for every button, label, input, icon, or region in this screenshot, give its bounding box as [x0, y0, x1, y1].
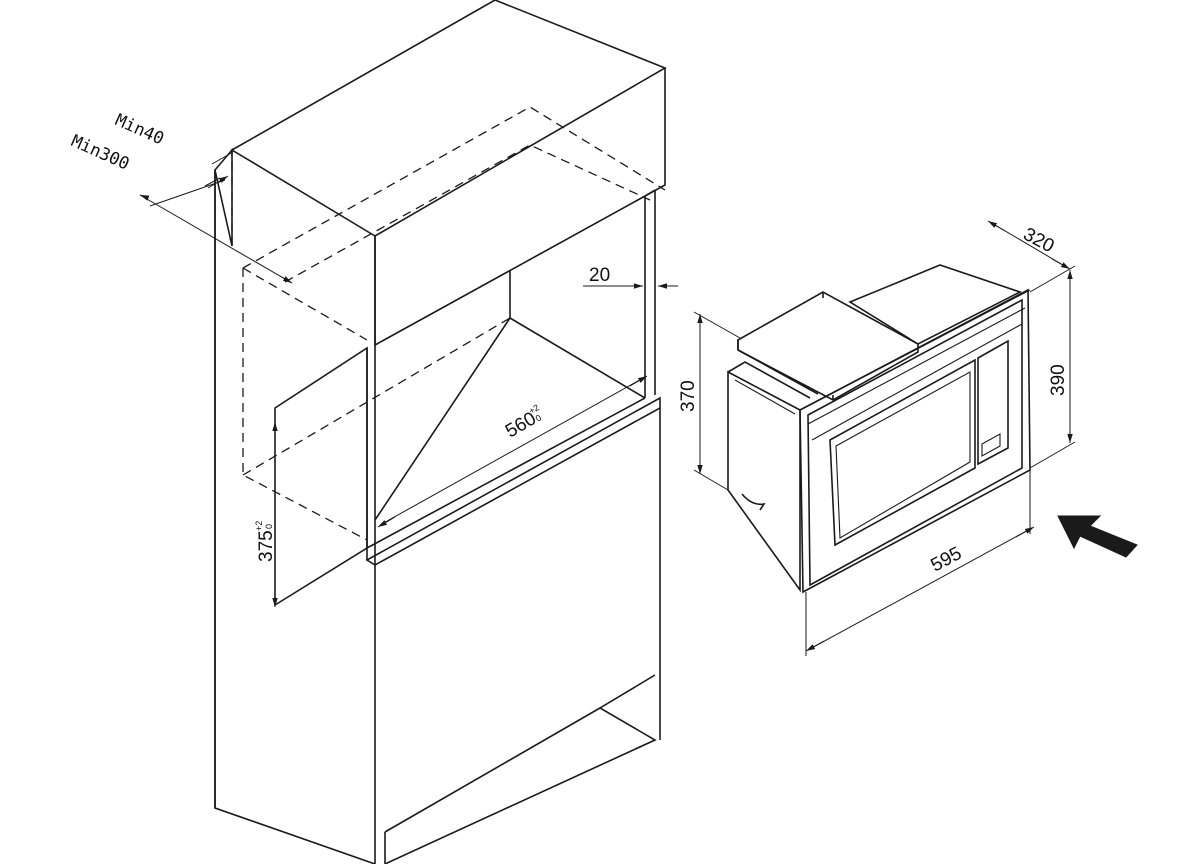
dim-375: 375 +2 0 — [254, 422, 278, 607]
cutout-height-tol-upper: +2 — [254, 521, 264, 531]
cutout-height-label: 375 — [256, 530, 277, 562]
cabinet-right-upright — [644, 189, 656, 398]
appliance-front-frame — [799, 288, 1031, 594]
dim-20: 20 — [583, 265, 678, 289]
appliance-control-panel — [977, 339, 1009, 466]
dim-370: 370 — [678, 311, 741, 491]
cabinet-lower — [384, 408, 661, 864]
cabinet-top-box — [230, 0, 667, 346]
cabinet-side-face — [274, 346, 368, 607]
dim-320: 320 — [987, 220, 1076, 293]
dim-560: 560 +2 0 — [377, 375, 648, 528]
dim-390: 390 — [1029, 270, 1076, 469]
unit-depth-label: 320 — [1020, 224, 1058, 257]
cabinet — [214, 0, 667, 864]
dim-595: 595 — [805, 470, 1035, 656]
cabinet-niche — [374, 195, 646, 521]
side-gap-label: 20 — [589, 265, 610, 286]
unit-height-label: 370 — [678, 380, 699, 412]
min300-label: Min300 — [68, 131, 132, 174]
cabinet-cutout-outline — [231, 106, 666, 541]
cutout-height-tol-lower: 0 — [264, 524, 274, 529]
frame-height-label: 390 — [1048, 364, 1069, 396]
dim-min300: Min300 — [68, 131, 293, 284]
cutout-width-tol-upper: +2 — [527, 402, 541, 416]
insertion-arrow-icon — [1057, 515, 1138, 558]
frame-width-label: 595 — [927, 543, 965, 576]
cutout-width-tol-lower: 0 — [534, 413, 543, 424]
min40-label: Min40 — [112, 110, 167, 149]
appliance — [727, 264, 1031, 594]
appliance-top-housing — [737, 264, 1023, 401]
cabinet-left-panel — [214, 147, 376, 864]
appliance-door-window — [829, 358, 976, 547]
cabinet-front-upright — [366, 236, 376, 864]
appliance-body — [727, 361, 811, 593]
